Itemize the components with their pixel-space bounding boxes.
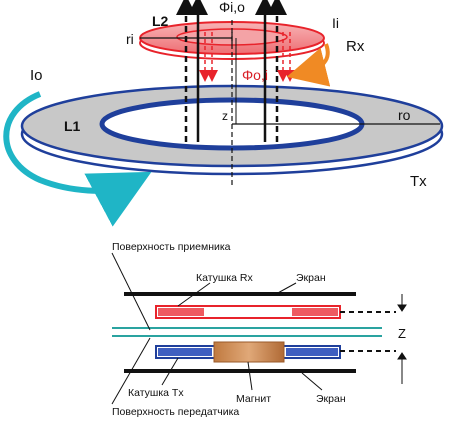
rx-coil-section (155, 305, 341, 319)
phi-oi-label: Φo,i (242, 67, 268, 83)
z-label-top: z (222, 109, 228, 123)
phi-io-label: Φi,o (219, 0, 245, 15)
screen-bar-bottom (124, 369, 356, 373)
leader-lines (111, 252, 323, 405)
screen-top-label: Экран (296, 272, 326, 284)
z-label-bottom: Z (398, 326, 406, 341)
screen-bottom-label: Экран (316, 393, 346, 405)
l1-label: L1 (64, 118, 81, 134)
transmitter-surface-label: Поверхность передатчика (112, 406, 239, 418)
z-dimension (397, 294, 407, 384)
ii-current-arrow (286, 43, 331, 87)
io-current-arrow (3, 91, 152, 227)
io-label: Io (30, 67, 43, 84)
magnet-label: Магнит (236, 393, 271, 405)
receiver-surface-label: Поверхность приемника (112, 241, 231, 253)
screen-bar-top (124, 292, 356, 296)
tx-label: Tx (410, 173, 427, 190)
tx-coil-label: Катушка Tx (128, 387, 184, 399)
l2-label: L2 (152, 13, 169, 29)
ri-label: ri (126, 31, 134, 47)
ro-label: ro (398, 107, 411, 123)
flux-lines-up (176, 0, 287, 142)
ii-label: Ii (332, 15, 339, 31)
magnet-block (213, 341, 285, 363)
rx-label: Rx (346, 38, 365, 55)
rx-coil-label: Катушка Rx (196, 272, 253, 284)
